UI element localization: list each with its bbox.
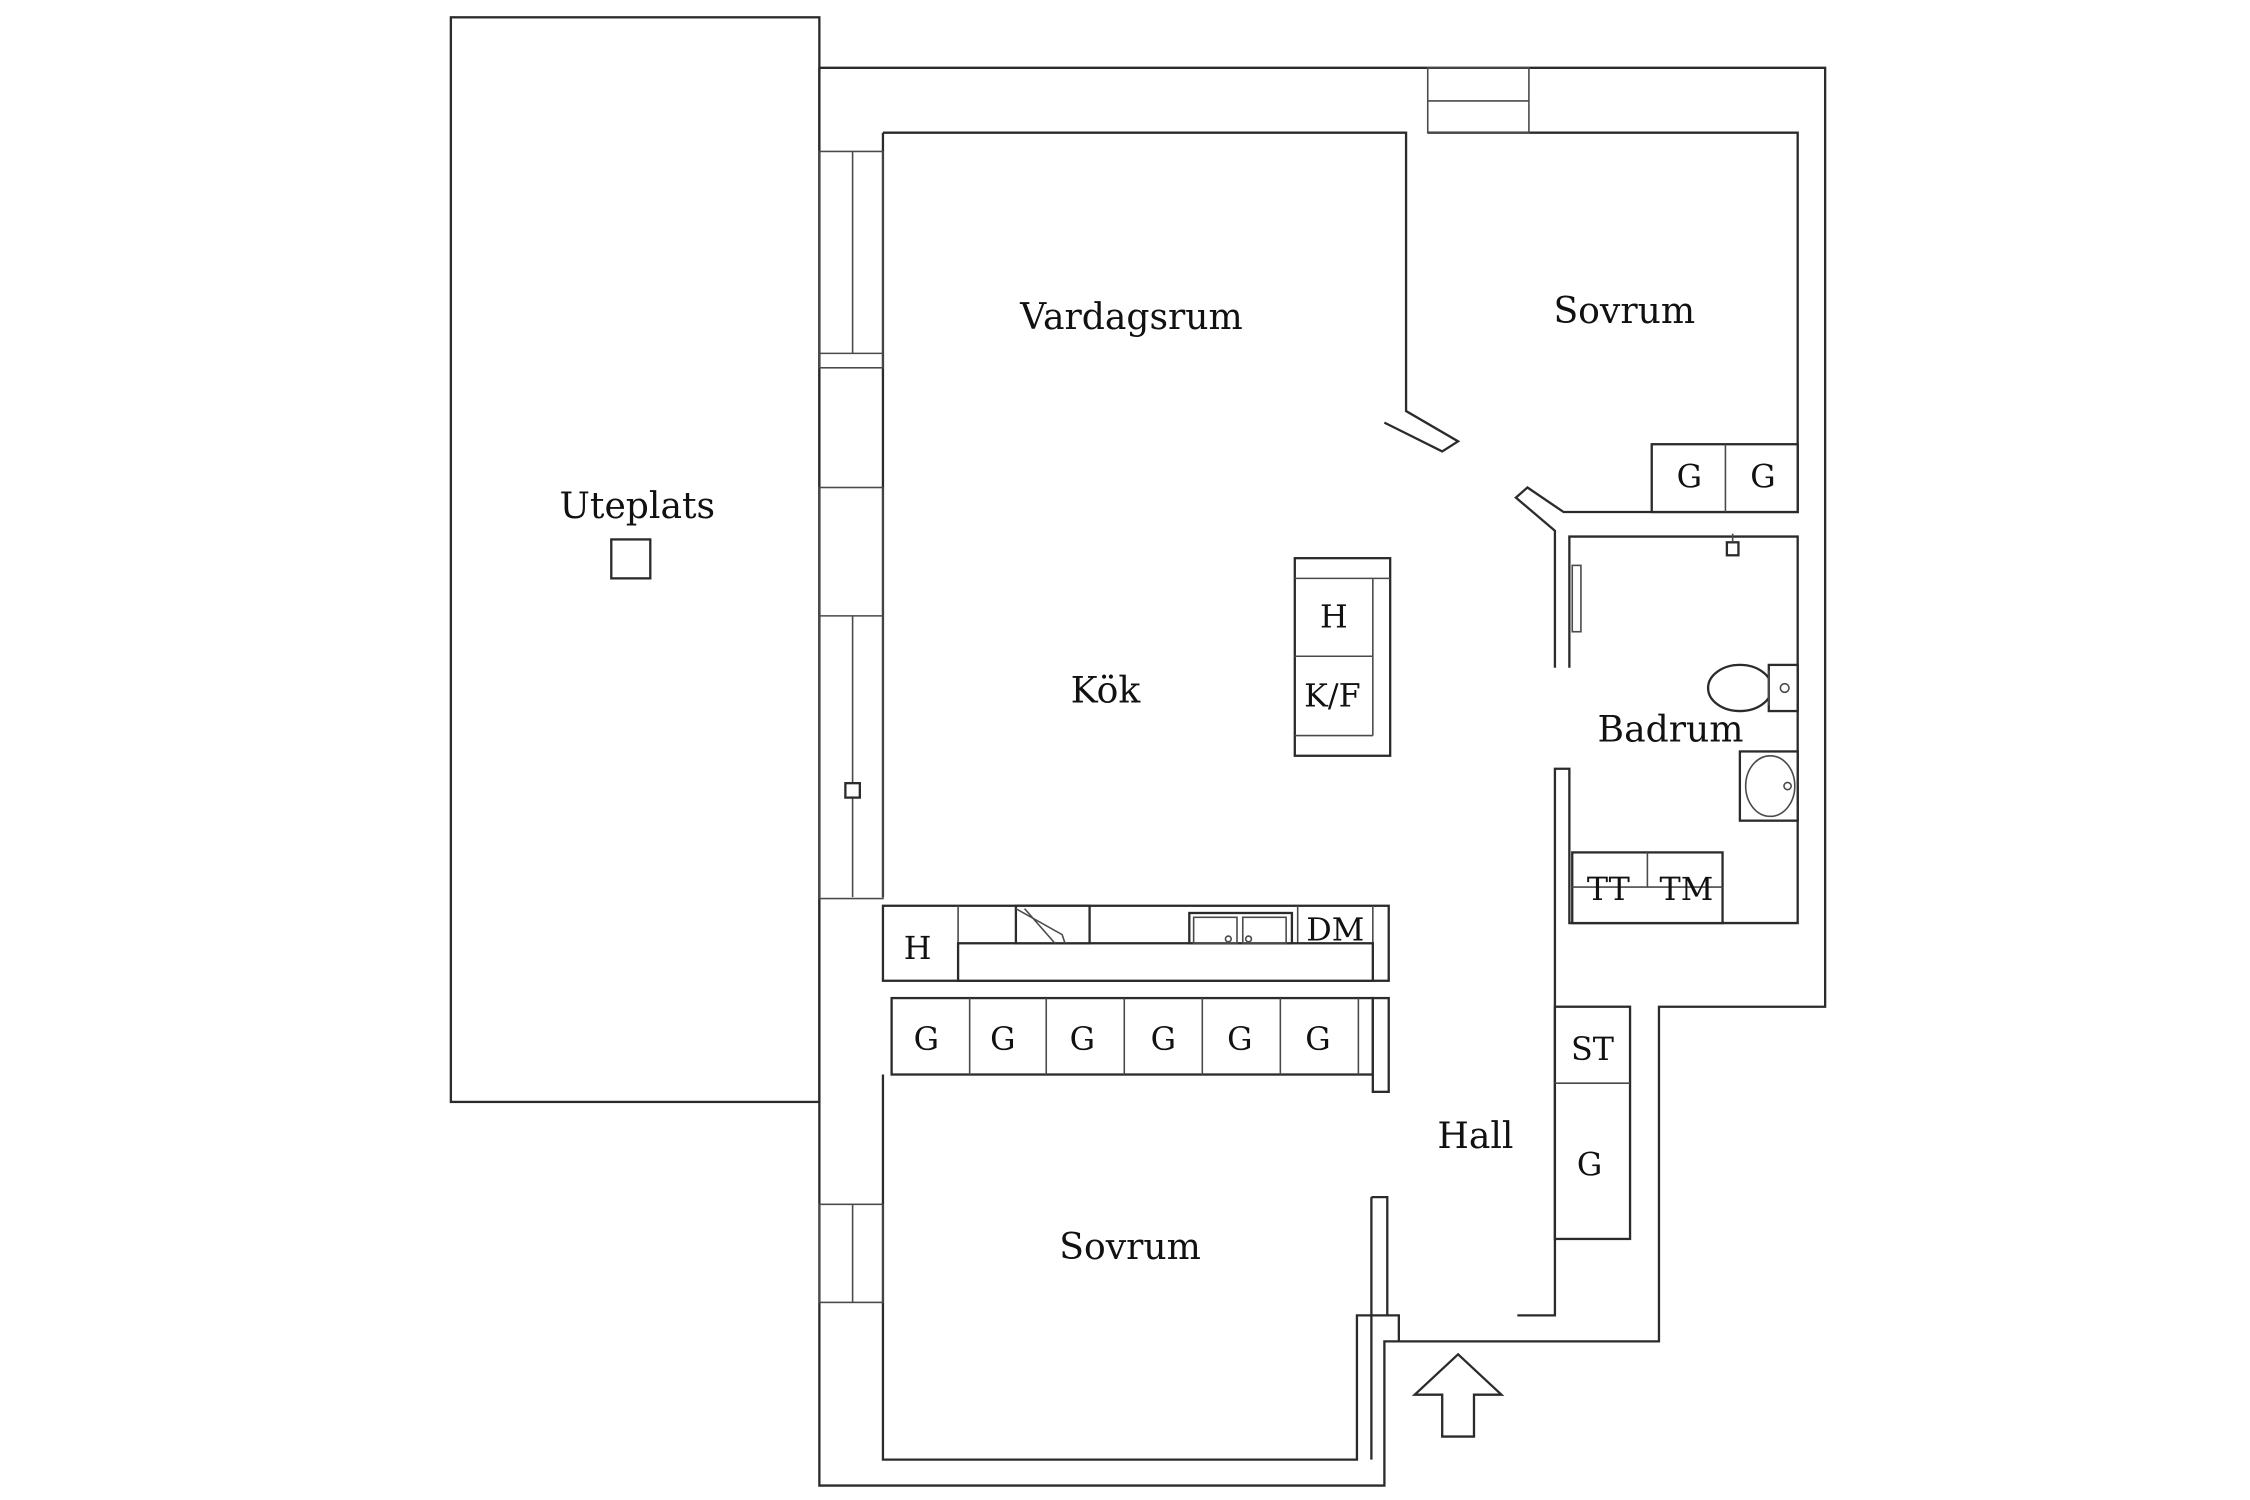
room-label-kok: Kök (1071, 669, 1142, 711)
kitchen-counter (881, 904, 1390, 982)
windows (818, 66, 1582, 1304)
room-label-sovrum-bottom: Sovrum (1059, 1226, 1201, 1268)
room-label-sovrum-top: Sovrum (1553, 290, 1695, 332)
shower-icon (1725, 533, 1740, 557)
room-label-vardagsrum: Vardagsrum (1019, 296, 1243, 338)
fixture-label-kitchen-h: H (904, 931, 932, 967)
room-label-hall: Hall (1437, 1115, 1513, 1157)
fixture-label-wardrobe-row-2: G (990, 1022, 1015, 1058)
fixture-label-wardrobe-row-1: G (914, 1022, 939, 1058)
fixture-label-island-h: H (1320, 599, 1348, 635)
wardrobes-row (890, 996, 1390, 1093)
sink-icon (1738, 750, 1799, 822)
kitchen-sink-icon (1188, 911, 1294, 945)
fixture-label-hall-wardrobe: G (1577, 1148, 1602, 1184)
fixture-label-wardrobe-row-3: G (1070, 1022, 1095, 1058)
fixture-label-wardrobe-top-1: G (1677, 460, 1702, 496)
fixture-label-tm: TM (1660, 872, 1714, 908)
hall-storage (1553, 1005, 1632, 1241)
fixture-label-wardrobe-row-4: G (1151, 1022, 1176, 1058)
patio-box (610, 538, 652, 580)
kitchen-island (1293, 557, 1392, 757)
entrance-arrow-icon (1411, 1352, 1505, 1438)
toilet-icon (1706, 663, 1799, 713)
room-label-badrum: Badrum (1598, 708, 1744, 750)
stove-icon (1014, 904, 1091, 945)
fixture-label-wardrobe-row-5: G (1227, 1022, 1252, 1058)
fixture-label-st: ST (1571, 1032, 1614, 1068)
fixture-label-wardrobe-top-2: G (1750, 460, 1775, 496)
laundry (1571, 851, 1724, 925)
fixture-label-dishwasher: DM (1306, 912, 1364, 948)
bedroom-wardrobes (1650, 443, 1799, 514)
outer-walls (818, 66, 1827, 1487)
fixture-label-tt: TT (1587, 872, 1630, 908)
room-label-uteplats: Uteplats (559, 485, 715, 527)
fixture-label-island-kf: K/F (1304, 679, 1361, 715)
fixture-label-wardrobe-row-6: G (1305, 1022, 1330, 1058)
patio (449, 16, 821, 1104)
